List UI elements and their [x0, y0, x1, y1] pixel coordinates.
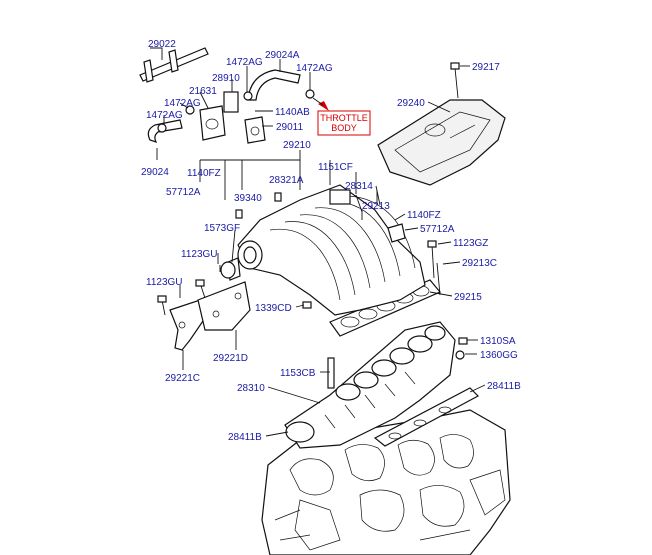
valve-28910 [223, 91, 239, 113]
label-57712a-right: 57712A [420, 224, 455, 235]
bracket-29221d [197, 281, 251, 331]
label-29215: 29215 [454, 292, 482, 303]
pcv-pipe-29022 [139, 47, 209, 83]
label-29024: 29024 [141, 167, 169, 178]
gasket-1573gf [220, 261, 236, 279]
gasket-28411b-right [373, 387, 479, 447]
label-28411b-left: 28411B [228, 432, 262, 443]
part-labels: 29022 29024A 1472AG 1472AG 29217 28910 2… [141, 39, 521, 443]
label-29221d: 29221D [213, 353, 248, 364]
label-1573gf: 1573GF [204, 223, 240, 234]
label-1472ag-top-left: 1472AG [226, 57, 263, 68]
label-28314: 28314 [345, 181, 373, 192]
label-57712a-left: 57712A [166, 187, 201, 198]
label-1123gz: 1123GZ [453, 238, 488, 249]
lower-intake-manifold [284, 321, 456, 449]
label-1140fz-right: 1140FZ [407, 210, 441, 221]
hose-29024 [147, 119, 183, 144]
label-28321a: 28321A [269, 175, 304, 186]
valve-21631 [199, 105, 226, 141]
upper-intake-manifold [227, 184, 426, 316]
label-21631: 21631 [189, 86, 217, 97]
throttle-body-callout-box [317, 110, 371, 136]
label-29221c: 29221C [165, 373, 200, 384]
label-39340: 39340 [234, 193, 262, 204]
clamp-1472ag-c [157, 123, 167, 133]
label-29240: 29240 [397, 98, 425, 109]
fitting-29011 [244, 116, 266, 144]
label-28910: 28910 [212, 73, 240, 84]
label-29022: 29022 [148, 39, 176, 50]
label-1339cd: 1339CD [255, 303, 292, 314]
label-29213c: 29213C [462, 258, 497, 269]
label-1310sa: 1310SA [480, 336, 516, 347]
clamp-1472ag-d [243, 91, 253, 101]
throttle-callout-line1: THROTTLE [320, 113, 368, 123]
label-1151cf: 1151CF [318, 162, 353, 173]
label-1140fz-left: 1140FZ [187, 168, 221, 179]
label-1472ag-top-right: 1472AG [296, 63, 333, 74]
engine-cover [377, 99, 506, 186]
label-29217: 29217 [472, 62, 500, 73]
label-1360gg: 1360GG [480, 350, 518, 361]
label-1472ag-left: 1472AG [146, 110, 183, 121]
leader-lines [150, 47, 486, 437]
bolts [157, 62, 468, 360]
bracket-57712a [387, 223, 406, 243]
label-29210: 29210 [283, 140, 311, 151]
throttle-callout-line2: BODY [331, 123, 357, 133]
label-29011: 29011 [276, 122, 304, 133]
label-1472ag-mid: 1472AG [164, 98, 201, 109]
label-1153cb: 1153CB [280, 368, 316, 379]
label-1140ab: 1140AB [275, 107, 310, 118]
label-1123gu-left: 1123GU [146, 277, 183, 288]
clamp-1472ag-a [305, 89, 315, 99]
label-1123gu-mid: 1123GU [181, 249, 218, 260]
label-28310: 28310 [237, 383, 265, 394]
label-29024a: 29024A [265, 50, 300, 61]
label-29213: 29213 [362, 201, 390, 212]
label-28411b-right: 28411B [487, 381, 521, 392]
hose-29024a [247, 69, 301, 101]
